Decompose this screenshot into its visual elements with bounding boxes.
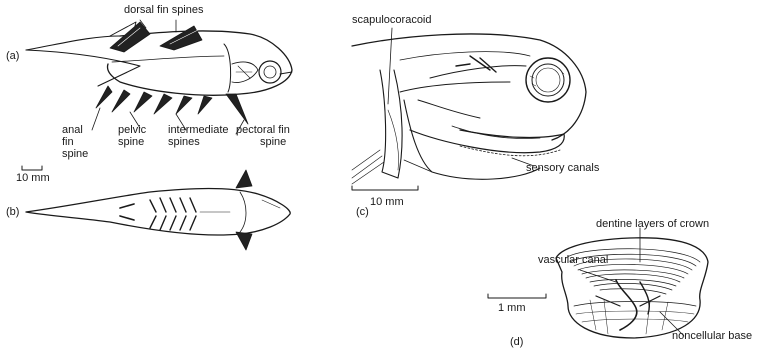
fish-lateral-drawing bbox=[26, 22, 292, 124]
scale-bar-ab-label: 10 mm bbox=[16, 172, 50, 184]
panel-label-b: (b) bbox=[6, 206, 19, 218]
scale-bar-ab bbox=[22, 166, 42, 170]
label-pectoral-fin-spine-line2: spine bbox=[260, 136, 286, 148]
label-pelvic-spine-line2: spine bbox=[118, 136, 144, 148]
label-intermediate-spines-line2: spines bbox=[168, 136, 200, 148]
panel-label-a: (a) bbox=[6, 50, 19, 62]
label-scapulocoracoid: scapulocoracoid bbox=[352, 14, 432, 26]
label-pelvic-spine-line1: pelvic bbox=[118, 124, 146, 136]
leader-lines-a bbox=[92, 20, 244, 134]
scale-bar-c bbox=[352, 186, 418, 190]
panel-label-c: (c) bbox=[356, 206, 369, 218]
label-dorsal-fin-spines: dorsal fin spines bbox=[124, 4, 204, 16]
label-noncellular-base: noncellular base bbox=[672, 330, 752, 342]
label-intermediate-spines-line1: intermediate bbox=[168, 124, 229, 136]
scale-bar-d bbox=[488, 294, 546, 298]
label-anal-fin-spine-line1: anal bbox=[62, 124, 83, 136]
label-pectoral-fin-spine-line1: pectoral fin bbox=[236, 124, 290, 136]
fish-ventral-drawing bbox=[26, 170, 290, 250]
label-sensory-canals: sensory canals bbox=[526, 162, 599, 174]
label-anal-fin-spine-line3: spine bbox=[62, 148, 88, 160]
scale-bar-d-label: 1 mm bbox=[498, 302, 526, 314]
panel-label-d: (d) bbox=[510, 336, 523, 348]
label-vascular-canal: vascular canal bbox=[538, 254, 608, 266]
scale-section-drawing bbox=[556, 238, 708, 338]
scale-bar-c-label: 10 mm bbox=[370, 196, 404, 208]
label-anal-fin-spine-line2: fin bbox=[62, 136, 74, 148]
label-dentine-layers: dentine layers of crown bbox=[596, 218, 709, 230]
